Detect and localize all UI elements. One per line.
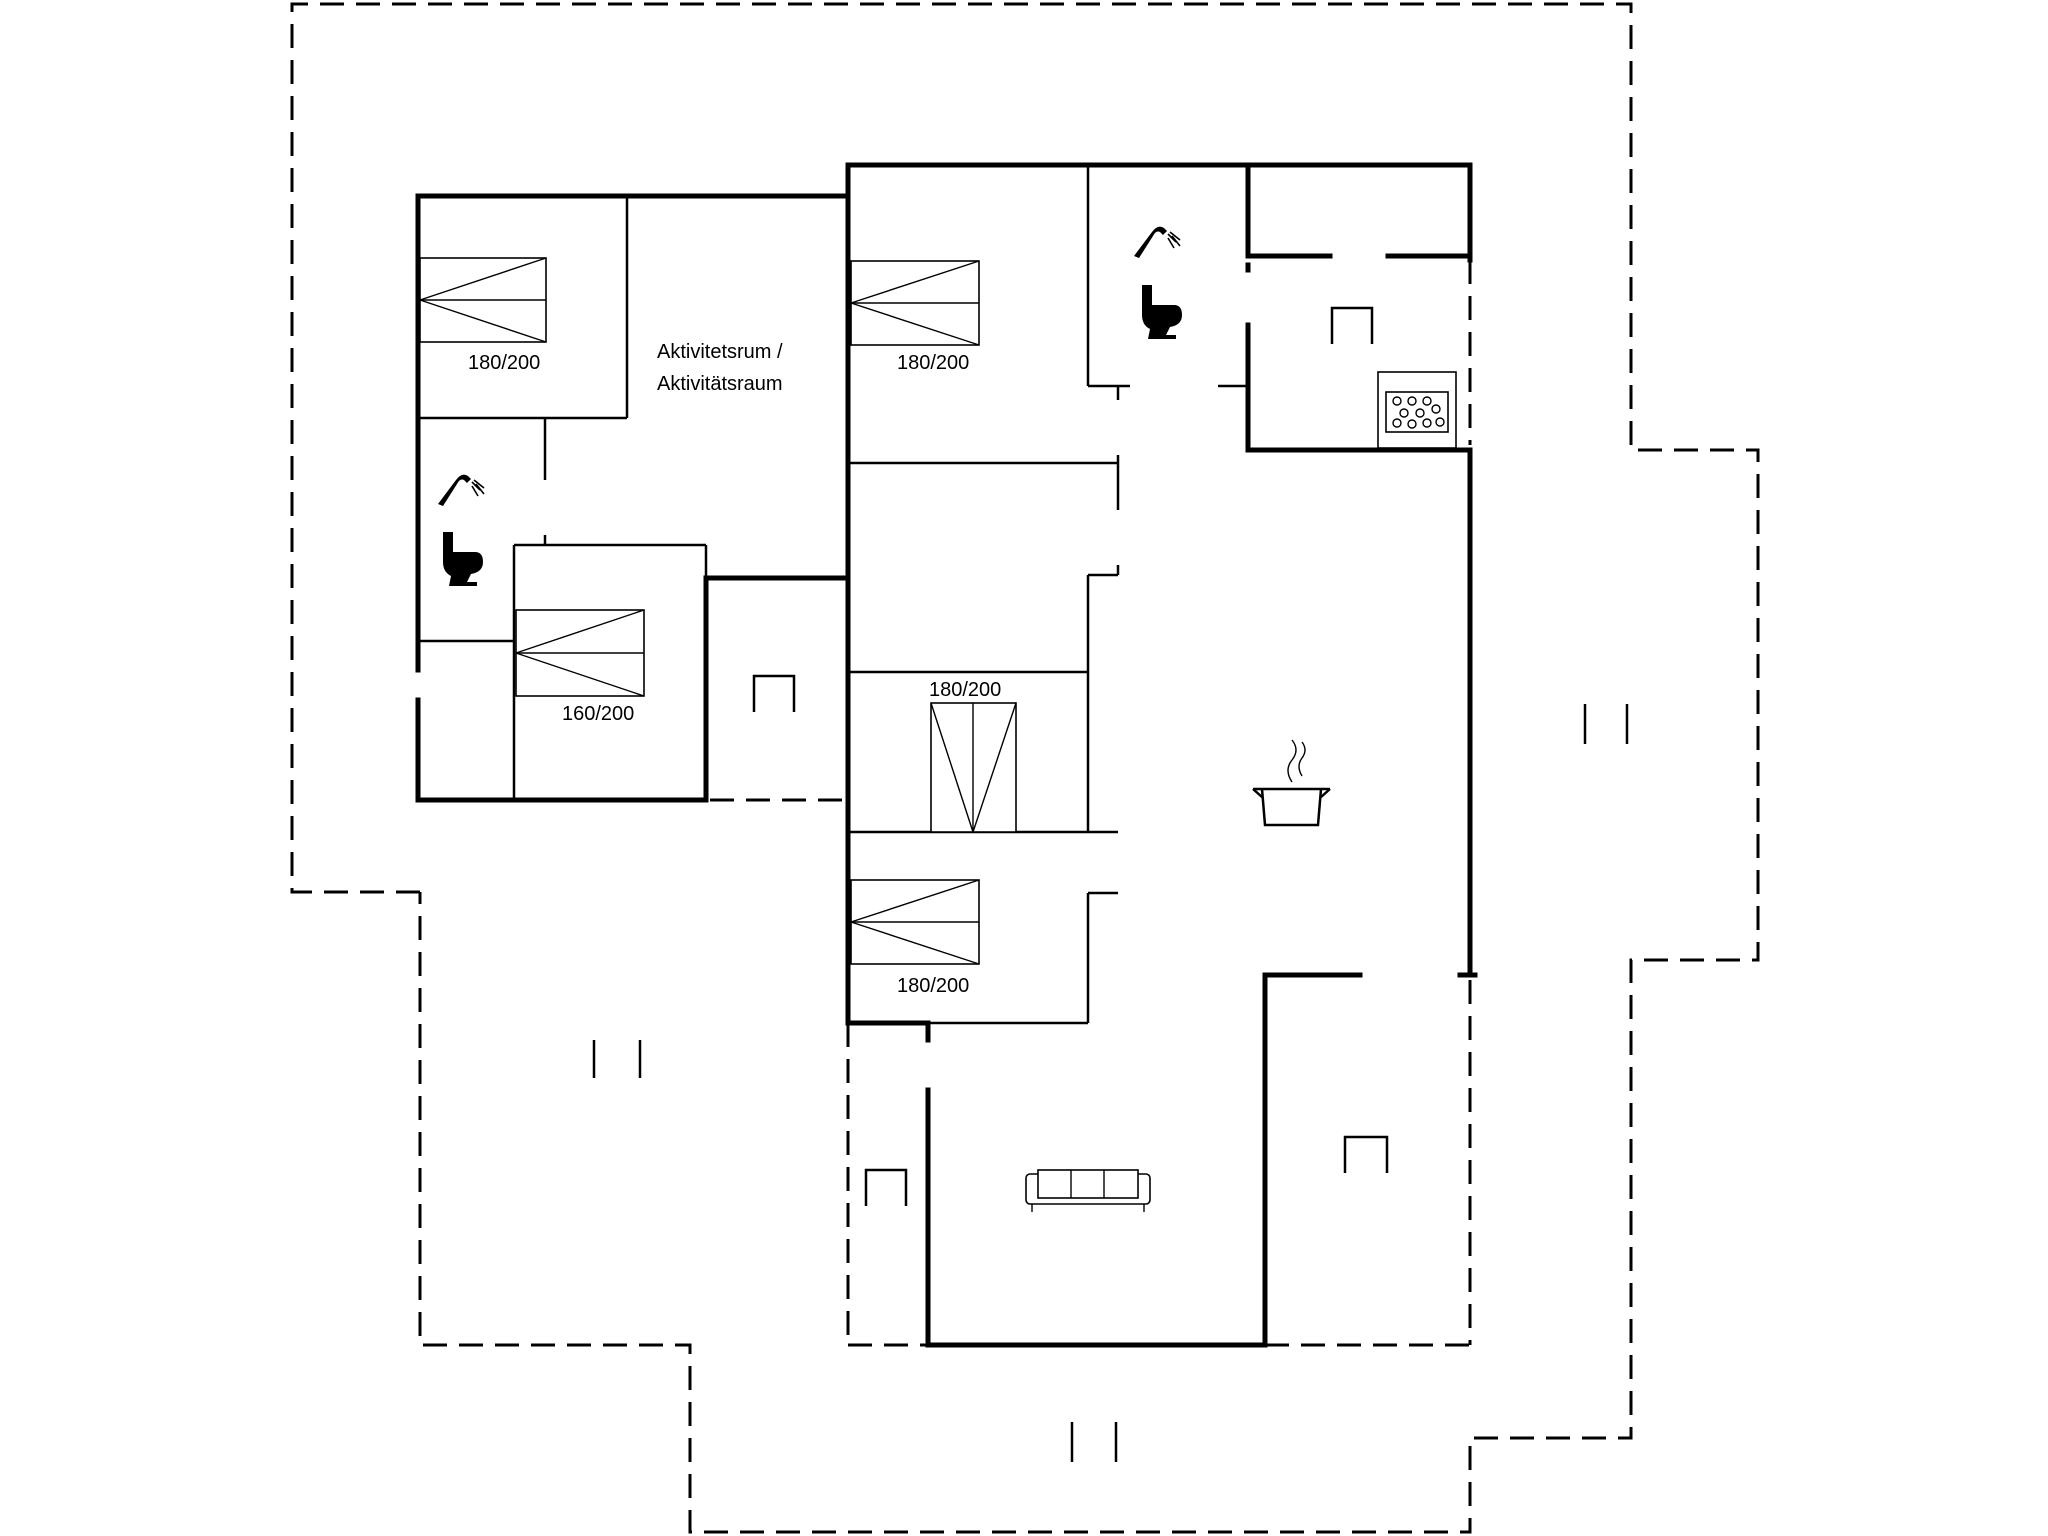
window-icon [592, 1040, 642, 1078]
bed-icon [850, 879, 980, 965]
cooking-pot-icon [1252, 739, 1331, 827]
door-icon [752, 674, 796, 712]
bed-icon [930, 702, 1017, 833]
room-label-line1: Aktivitetsrum / [657, 341, 783, 363]
toilet-icon [443, 532, 483, 586]
sofa-icon [1025, 1169, 1151, 1212]
stove-icon [1377, 371, 1457, 449]
shower-icon [1134, 226, 1181, 258]
room-label-line2: Aktivitätsraum [657, 373, 783, 395]
window-icon [1070, 1422, 1118, 1462]
bed-size-label: 180/200 [897, 352, 969, 374]
door-icon [1343, 1135, 1389, 1173]
bed-size-label: 160/200 [562, 703, 634, 725]
door-icon [1330, 306, 1374, 344]
bed-icon [419, 257, 547, 343]
bed-icon [850, 260, 980, 346]
bed-size-label: 180/200 [897, 975, 969, 997]
bed-icon [515, 609, 645, 697]
door-icon [864, 1168, 908, 1206]
bed-size-label: 180/200 [929, 679, 1001, 701]
window-icon [1583, 704, 1629, 744]
toilet-icon [1142, 285, 1182, 339]
terrace-outline [290, 2, 1760, 1534]
bed-size-label: 180/200 [468, 352, 540, 374]
shower-icon [438, 474, 485, 506]
